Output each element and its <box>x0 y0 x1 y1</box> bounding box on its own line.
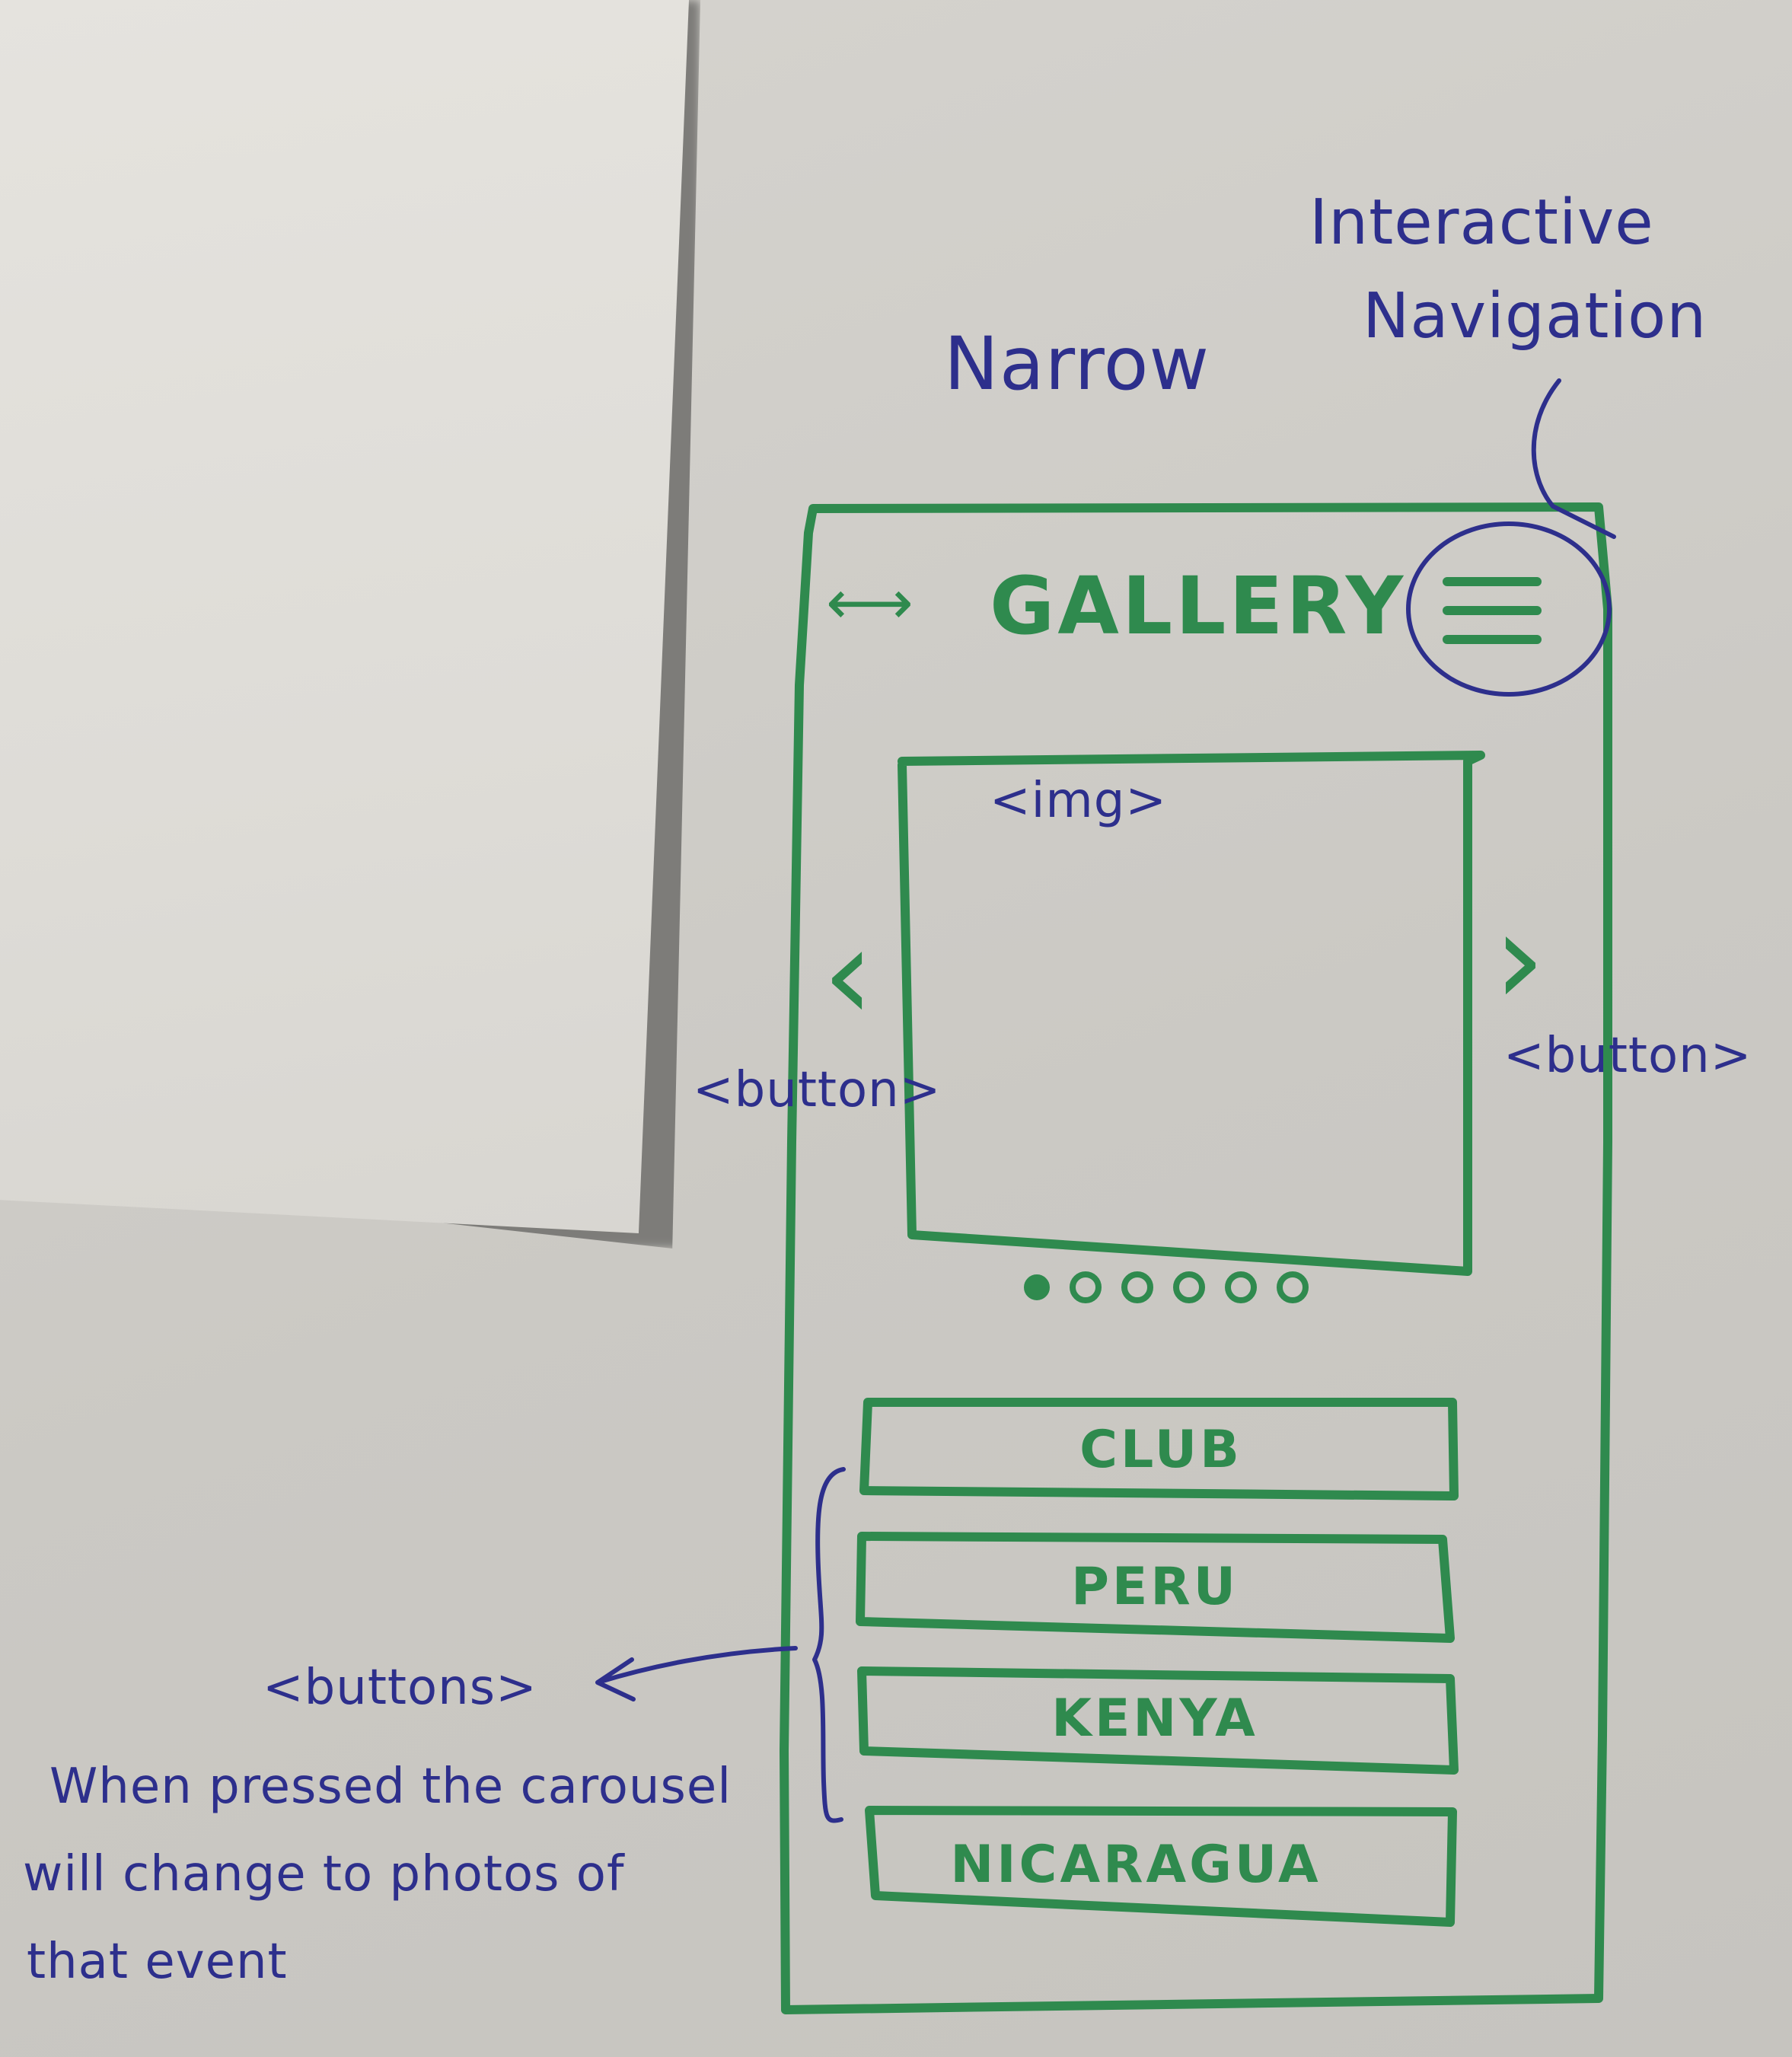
peru-button-outline <box>856 1532 1455 1643</box>
buttons-brace <box>812 1467 846 1823</box>
category-button-peru[interactable]: PERU <box>1071 1557 1239 1617</box>
kenya-button-outline <box>857 1666 1459 1775</box>
carousel-dot-2[interactable] <box>1070 1271 1102 1303</box>
carousel-dot-4[interactable] <box>1173 1271 1205 1303</box>
buttons-desc-line3: that event <box>27 1934 288 1990</box>
phone-frame <box>780 502 1612 2014</box>
buttons-desc-line1: When pressed the carousel <box>49 1759 732 1815</box>
nicaragua-button-outline <box>865 1806 1457 1927</box>
buttons-tag-note: <buttons> <box>263 1660 537 1716</box>
carousel-dot-1[interactable] <box>1024 1274 1050 1300</box>
club-button-outline <box>859 1398 1459 1500</box>
carousel-prev-button[interactable]: ‹ <box>822 899 874 1050</box>
menu-highlight-circle <box>1406 521 1612 697</box>
left-button-note: <button> <box>693 1062 942 1118</box>
narrow-note: Narrow <box>944 321 1210 407</box>
img-tag-note: <img> <box>990 773 1167 829</box>
interactive-nav-note-line2: Navigation <box>1363 280 1708 352</box>
carousel-indicator <box>1024 1271 1309 1303</box>
overlapping-sheet <box>0 0 689 1233</box>
img-placeholder <box>898 751 1485 1276</box>
resize-arrows-icon: ⟷ <box>826 567 914 638</box>
page-title: GALLERY <box>990 560 1407 652</box>
hamburger-icon[interactable] <box>1443 577 1542 647</box>
right-button-note: <button> <box>1503 1028 1752 1084</box>
category-button-nicaragua[interactable]: NICARAGUA <box>950 1835 1322 1895</box>
carousel-dot-5[interactable] <box>1225 1271 1257 1303</box>
menu-pointer-line <box>1531 378 1616 539</box>
category-button-kenya[interactable]: KENYA <box>1051 1689 1258 1749</box>
buttons-pointer-arrow <box>595 1646 798 1701</box>
carousel-dot-3[interactable] <box>1121 1271 1153 1303</box>
interactive-nav-note-line1: Interactive <box>1309 187 1654 259</box>
carousel-dot-6[interactable] <box>1277 1271 1309 1303</box>
buttons-desc-line2: will change to photos of <box>23 1846 625 1902</box>
carousel-next-button[interactable]: › <box>1494 884 1545 1035</box>
category-button-club[interactable]: CLUB <box>1079 1420 1242 1480</box>
